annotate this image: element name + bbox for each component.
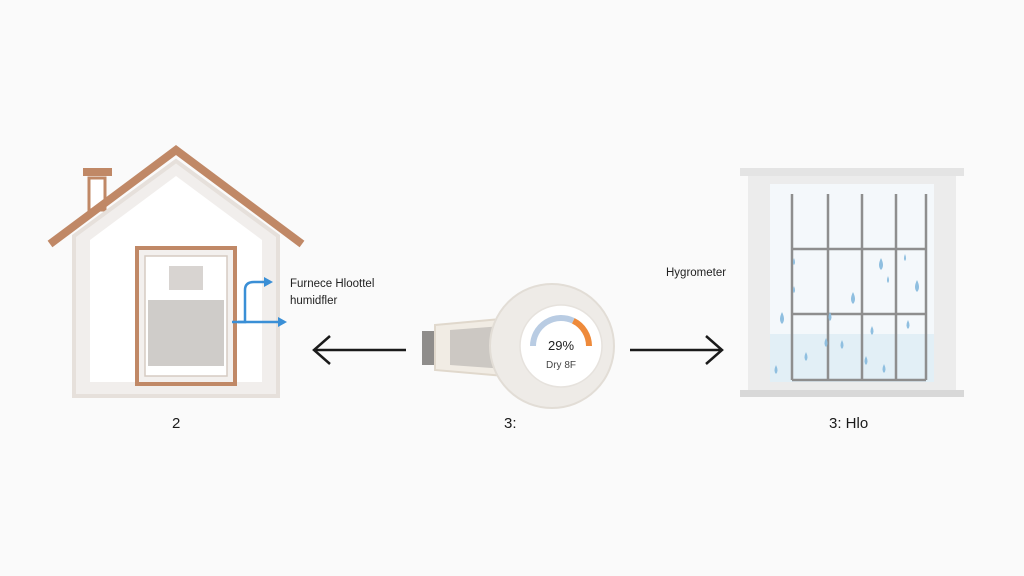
hygrometer-label: Hygrometer — [666, 267, 727, 279]
water-drop-icon — [851, 292, 855, 304]
water-drop-icon — [804, 352, 808, 361]
water-drop-icon — [793, 258, 795, 265]
house-illustration — [47, 145, 305, 398]
water-drop-icon — [864, 356, 868, 365]
water-drop-icon — [887, 276, 889, 283]
water-drop-icon — [879, 258, 883, 270]
furnace-body — [148, 300, 224, 366]
furnace-label-line2: humidfler — [290, 295, 338, 307]
gauge-fill — [571, 318, 592, 347]
water-drop-icon — [840, 340, 844, 349]
window-fog — [770, 334, 934, 382]
water-drop-icon — [780, 312, 784, 324]
water-drop-icon — [774, 365, 778, 374]
hygrometer-tip — [422, 331, 436, 365]
water-drop-icon — [793, 286, 795, 293]
house-chimney-cap — [83, 168, 112, 176]
gauge-track — [530, 315, 575, 347]
humidity-reading: 29% — [547, 338, 575, 353]
step-label-hygrometer: 3: — [504, 415, 517, 432]
water-drop-icon — [882, 364, 886, 373]
airflow-arrow-up — [238, 280, 264, 324]
house-roof — [47, 145, 305, 248]
water-drop-icon — [870, 326, 874, 335]
furnace-vent — [169, 266, 203, 290]
arrow-to-window — [630, 335, 724, 365]
airflow-arrowhead-right — [278, 317, 287, 327]
water-drop-icon — [828, 312, 832, 321]
step-label-house: 2 — [172, 415, 181, 432]
window-bottom-sill — [740, 390, 964, 397]
window-top-sill — [740, 168, 964, 176]
humidity-status: Dry 8F — [546, 360, 576, 371]
water-drop-icon — [915, 280, 919, 292]
window-grid — [790, 194, 928, 382]
furnace-label-line1: Furnece Hloottel — [290, 278, 375, 290]
water-drop-icon — [904, 254, 906, 261]
step-label-window: 3: Hlo — [829, 415, 869, 432]
water-drop-icon — [906, 320, 910, 329]
airflow-arrowhead-up — [264, 277, 273, 287]
condensation-drops — [774, 254, 919, 374]
hygrometer-device — [422, 283, 615, 409]
furnace-humidifier-label: Furnece Hloottel humidfler — [290, 276, 374, 310]
water-drop-icon — [824, 338, 828, 347]
window-illustration — [740, 168, 964, 397]
arrow-to-house — [312, 335, 406, 365]
